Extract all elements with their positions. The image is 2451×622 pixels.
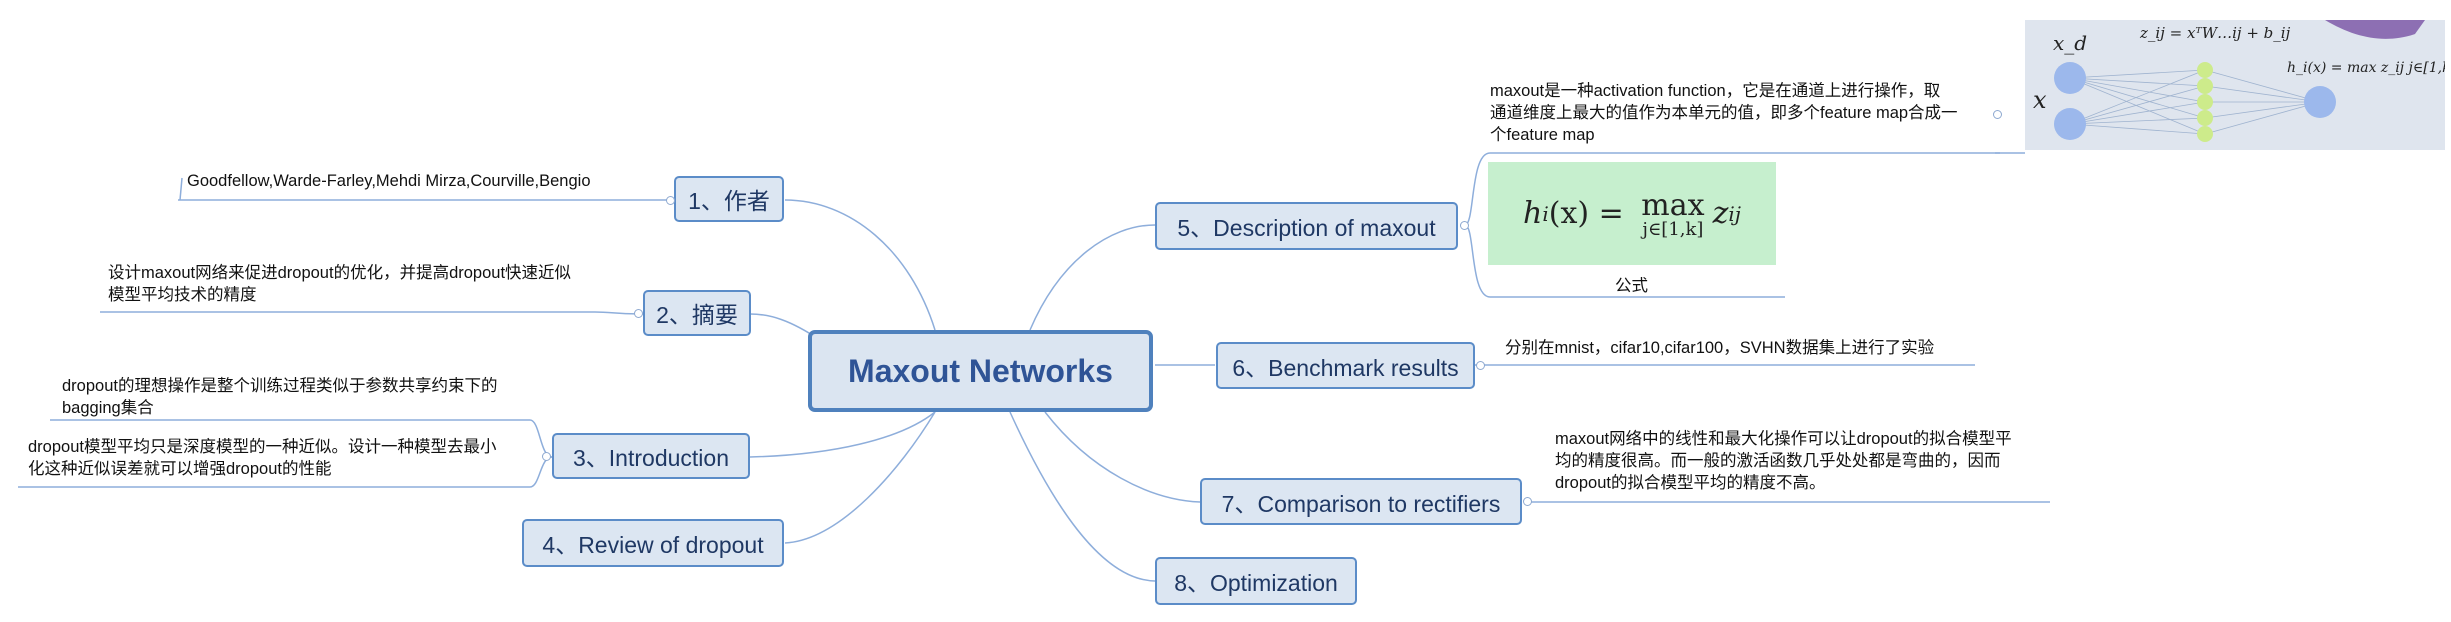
input-label: x: [2033, 86, 2047, 114]
eq-right: h_i(x) = max z_ij j∈[1,k]: [2287, 60, 2445, 76]
note-intro-1: dropout的理想操作是整个训练过程类似于参数共享约束下的 bagging集合: [62, 377, 498, 417]
topic-label: 6、Benchmark results: [1232, 354, 1459, 381]
eq-top: z_ij = xᵀW…ij + b_ij: [2139, 24, 2291, 42]
topic-review-dropout[interactable]: 4、Review of dropout: [522, 519, 784, 567]
maxout-network-image: x x_d z_ij = xᵀW…ij + b_ij h_i(x) = max …: [2025, 20, 2445, 150]
link-central-desc: [1029, 224, 1156, 331]
collapse-author-toggle[interactable]: [666, 196, 675, 205]
central-topic[interactable]: Maxout Networks: [808, 330, 1153, 412]
note-benchmark: 分别在mnist，cifar10,cifar100，SVHN数据集上进行了实验: [1505, 339, 1935, 357]
link-central-dropout: [784, 411, 936, 544]
topic-introduction[interactable]: 3、Introduction: [552, 433, 750, 479]
topic-comparison-rectifiers[interactable]: 7、Comparison to rectifiers: [1200, 478, 1522, 525]
topic-label: 5、Description of maxout: [1177, 215, 1436, 241]
link-central-opt: [1009, 411, 1156, 582]
topic-label: 4、Review of dropout: [542, 532, 764, 558]
topic-label: 7、Comparison to rectifiers: [1221, 490, 1501, 517]
link-central-author: [784, 199, 936, 331]
formula-caption: 公式: [1615, 277, 1648, 295]
collapse-description-note-toggle[interactable]: [1993, 110, 2002, 119]
topic-description-maxout[interactable]: 5、Description of maxout: [1155, 202, 1458, 250]
note-comparison: maxout网络中的线性和最大化操作可以让dropout的拟合模型平 均的精度很…: [1555, 430, 2012, 492]
collapse-abstract-toggle[interactable]: [634, 309, 643, 318]
topic-author[interactable]: 1、作者: [674, 176, 784, 222]
collapse-introduction-toggle[interactable]: [542, 452, 551, 461]
topic-optimization[interactable]: 8、Optimization: [1155, 557, 1357, 605]
link-central-intro: [749, 411, 936, 458]
topic-label: 3、Introduction: [573, 445, 729, 471]
topic-label: 2、摘要: [656, 302, 738, 328]
note-abstract: 设计maxout网络来促进dropout的优化，并提高dropout快速近似 模…: [108, 264, 572, 304]
topic-label: 1、作者: [688, 188, 770, 214]
network-diagram: x x_d z_ij = xᵀW…ij + b_ij h_i(x) = max …: [2033, 20, 2445, 142]
topic-abstract[interactable]: 2、摘要: [643, 290, 751, 336]
collapse-benchmark-toggle[interactable]: [1476, 361, 1485, 370]
collapse-comparison-toggle[interactable]: [1523, 497, 1532, 506]
note-author: Goodfellow,Warde-Farley,Mehdi Mirza,Cour…: [187, 172, 591, 190]
link-central-compare: [1044, 411, 1201, 503]
central-topic-label: Maxout Networks: [848, 352, 1113, 389]
node-label: x_d: [2053, 31, 2087, 55]
note-intro-2: dropout模型平均只是深度模型的一种近似。设计一种模型去最小 化这种近似误差…: [28, 438, 497, 478]
topic-label: 8、Optimization: [1174, 570, 1338, 596]
note-description: maxout是一种activation function，它是在通道上进行操作，…: [1490, 82, 1958, 144]
topic-benchmark-results[interactable]: 6、Benchmark results: [1216, 342, 1475, 389]
collapse-description-toggle[interactable]: [1460, 221, 1469, 230]
